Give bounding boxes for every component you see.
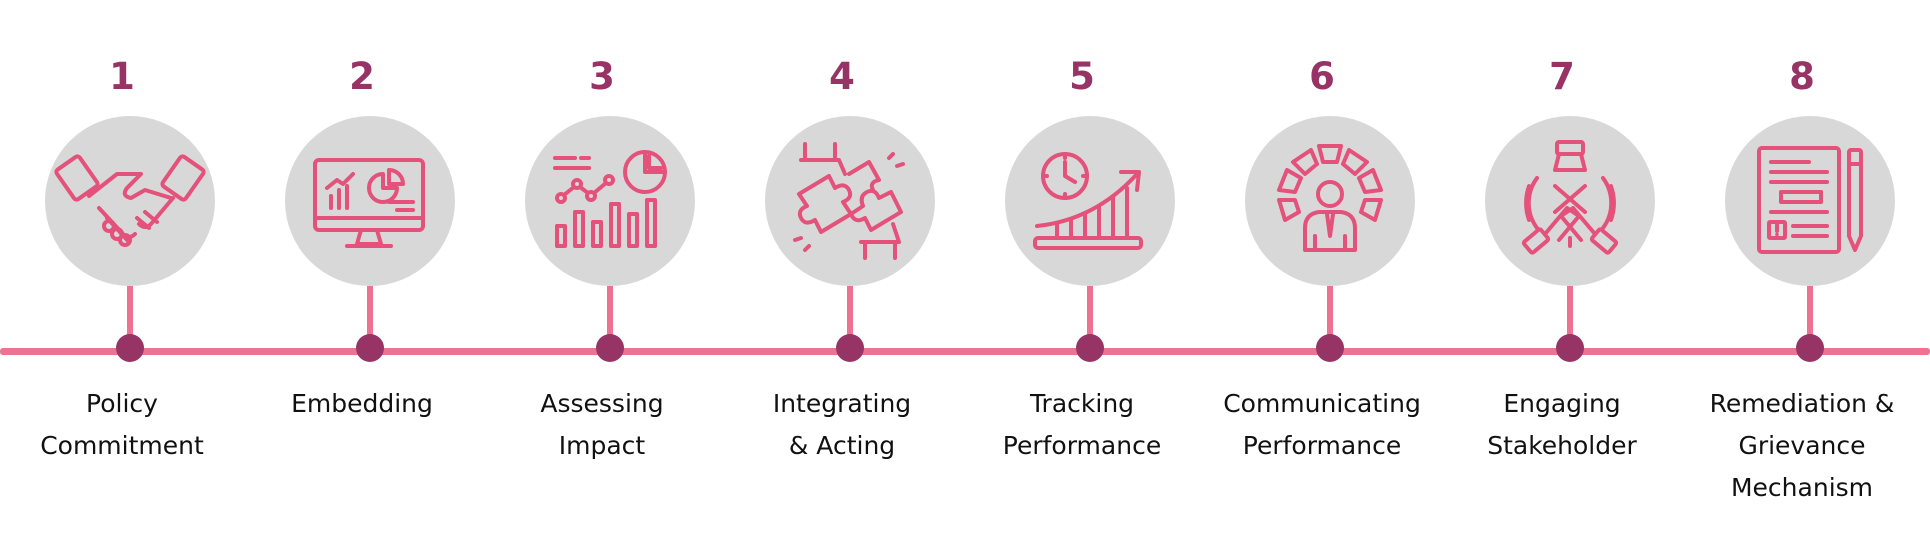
timeline-dot xyxy=(1076,334,1104,362)
timeline-dot xyxy=(836,334,864,362)
step-label: Remediation & Grievance Mechanism xyxy=(1682,383,1922,509)
step-label: Communicating Performance xyxy=(1202,383,1442,467)
step-number: 3 xyxy=(589,55,615,98)
timeline-dot xyxy=(116,334,144,362)
label-line: Performance xyxy=(1242,431,1402,460)
connector-stem xyxy=(1327,286,1333,348)
step-5: 5 Tra xyxy=(962,0,1202,536)
step-number: 5 xyxy=(1069,55,1095,98)
step-label: Tracking Performance xyxy=(962,383,1202,467)
step-1: 1 Policy C xyxy=(2,0,242,536)
timeline-dot xyxy=(356,334,384,362)
connector-stem xyxy=(847,286,853,348)
label-line: Remediation & xyxy=(1709,389,1895,418)
stacked-hands-icon xyxy=(1521,140,1619,255)
connector-stem xyxy=(367,286,373,348)
step-4: 4 Integrating & Acting xyxy=(722,0,962,536)
step-label: Policy Commitment xyxy=(2,383,242,467)
step-7: 7 Eng xyxy=(1442,0,1682,536)
connector-stem xyxy=(607,286,613,348)
handshake-icon xyxy=(54,154,206,247)
icon-circle xyxy=(45,116,215,286)
label-line: Performance xyxy=(1002,431,1162,460)
timeline-dot xyxy=(596,334,624,362)
label-line: Mechanism xyxy=(1730,473,1874,502)
step-8: 8 xyxy=(1682,0,1922,536)
label-line: Impact xyxy=(558,431,646,460)
label-line: Policy xyxy=(86,389,158,418)
label-line: Grievance xyxy=(1738,431,1866,460)
step-number: 8 xyxy=(1789,55,1815,98)
analytics-chart-icon xyxy=(553,150,667,248)
step-number: 2 xyxy=(349,55,375,98)
label-line: Embedding xyxy=(291,389,433,418)
label-line: Integrating xyxy=(772,389,912,418)
connector-stem xyxy=(1087,286,1093,348)
step-number: 1 xyxy=(109,55,135,98)
timeline-line xyxy=(0,348,1930,355)
icon-circle xyxy=(1245,116,1415,286)
puzzle-hands-icon xyxy=(793,142,905,260)
timeline-dot xyxy=(1796,334,1824,362)
step-label: Assessing Impact xyxy=(482,383,722,467)
step-label: Engaging Stakeholder xyxy=(1442,383,1682,467)
growth-clock-icon xyxy=(1033,152,1143,250)
label-line: Engaging xyxy=(1503,389,1621,418)
step-number: 6 xyxy=(1309,55,1335,98)
connector-stem xyxy=(1567,286,1573,348)
timeline-dot xyxy=(1556,334,1584,362)
icon-circle xyxy=(1725,116,1895,286)
icon-circle xyxy=(1005,116,1175,286)
step-label: Integrating & Acting xyxy=(722,383,962,467)
icon-circle xyxy=(525,116,695,286)
icon-circle xyxy=(1485,116,1655,286)
step-3: 3 xyxy=(482,0,722,536)
icon-circle xyxy=(765,116,935,286)
label-line: Commitment xyxy=(40,431,204,460)
step-6: 6 Com xyxy=(1202,0,1442,536)
timeline-dot xyxy=(1316,334,1344,362)
connector-stem xyxy=(127,286,133,348)
step-2: 2 Emb xyxy=(242,0,482,536)
person-network-icon xyxy=(1277,144,1383,252)
dashboard-monitor-icon xyxy=(313,158,425,248)
connector-stem xyxy=(1807,286,1813,348)
label-line: & Acting xyxy=(788,431,896,460)
label-line: Stakeholder xyxy=(1487,431,1637,460)
step-number: 7 xyxy=(1549,55,1575,98)
step-label: Embedding xyxy=(242,383,482,425)
label-line: Assessing xyxy=(540,389,664,418)
step-number: 4 xyxy=(829,55,855,98)
document-pencil-icon xyxy=(1757,146,1863,254)
label-line: Communicating xyxy=(1223,389,1421,418)
icon-circle xyxy=(285,116,455,286)
label-line: Tracking xyxy=(1029,389,1135,418)
